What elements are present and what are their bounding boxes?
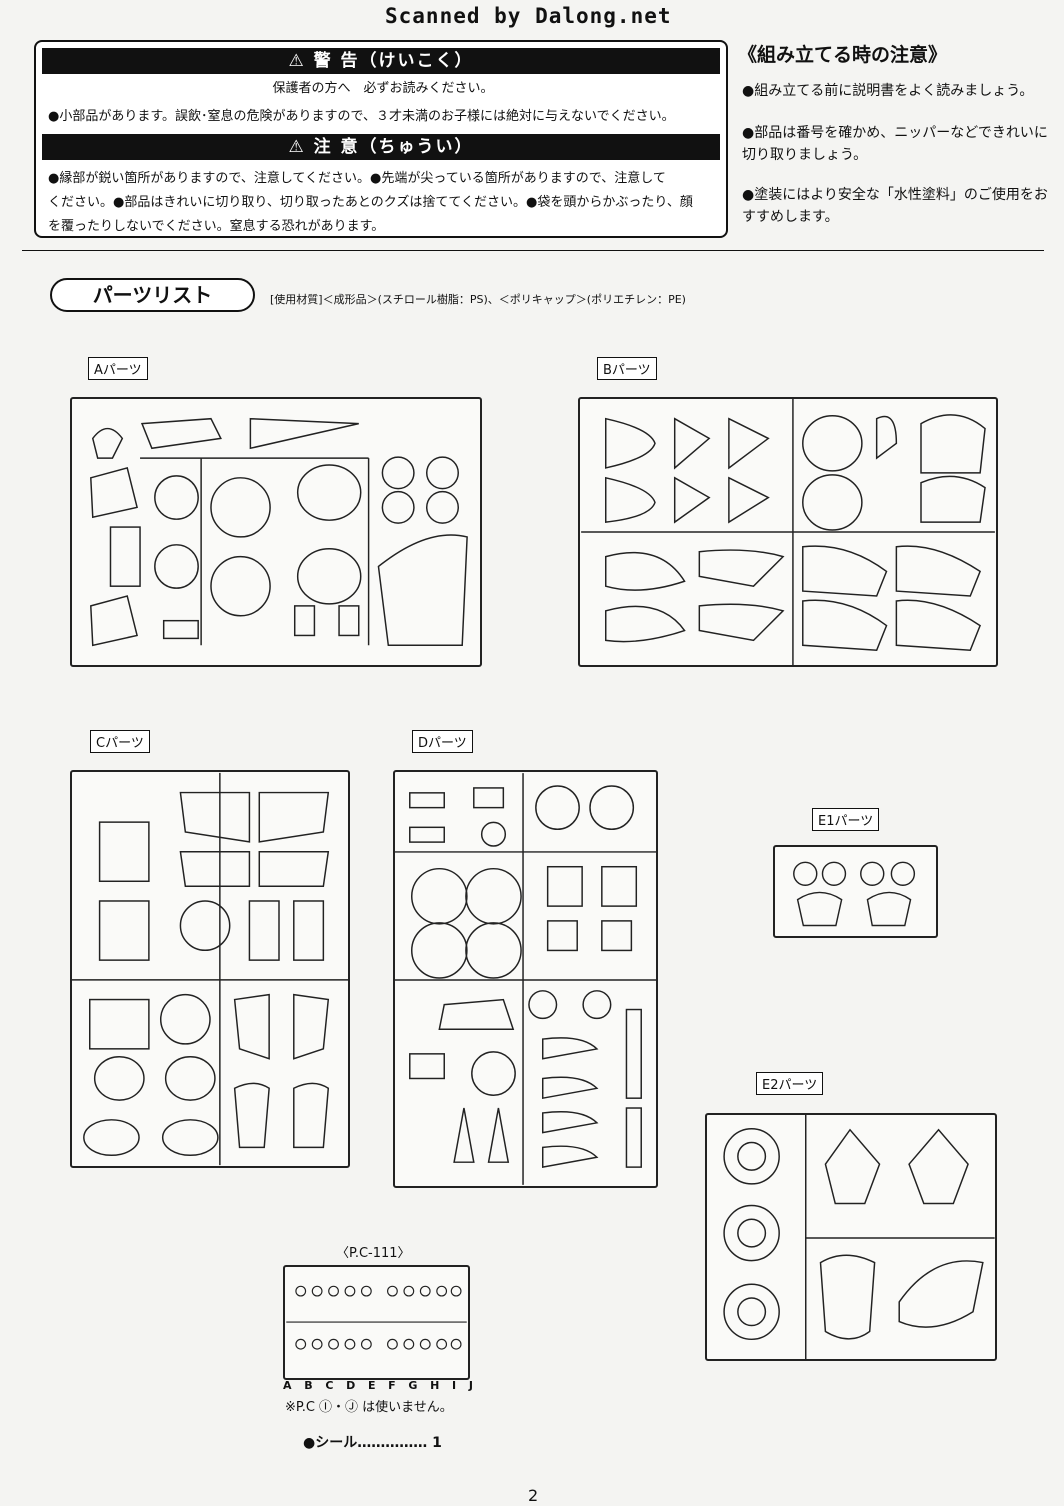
- polycap-letter: G: [408, 1379, 418, 1392]
- runner-c-drawing: [72, 772, 348, 1166]
- page-number: 2: [528, 1486, 539, 1505]
- runner-label-d: Dパーツ: [412, 730, 473, 753]
- runner-label-a: Aパーツ: [88, 357, 148, 380]
- warning-line-2: ●小部品があります。誤飲･窒息の危険がありますので、３才未満のお子様には絶対に与…: [48, 109, 675, 124]
- polycap-runner: [283, 1265, 470, 1380]
- attention-line-1: ●縁部が鋭い箇所がありますので、注意してください。●先端が尖っている箇所がありま…: [48, 171, 666, 186]
- runner-b: [578, 397, 998, 667]
- polycap-letter: D: [346, 1379, 356, 1392]
- runner-e1: [773, 845, 938, 938]
- assembly-caution-item: ●塗装にはより安全な「水性塗料」のご使用をおすすめします。: [742, 187, 1048, 225]
- assembly-caution-title: 《組み立てる時の注意》: [738, 44, 948, 66]
- runner-a-drawing: [90, 417, 468, 647]
- runner-label-e1: E1パーツ: [812, 808, 880, 831]
- polycap-title: 〈P.C-111〉: [336, 1246, 411, 1261]
- polycap-letters: A B C D E F G H I J: [283, 1379, 473, 1392]
- runner-d: [393, 770, 658, 1188]
- runner-d-drawing: [395, 773, 656, 1185]
- attention-title: ⚠ 注 意（ちゅうい）: [42, 134, 720, 160]
- assembly-caution-item: ●組み立てる前に説明書をよく読みましょう。: [742, 83, 1034, 99]
- seal-count: ●シール…………… 1: [303, 1435, 442, 1451]
- materials-text: [使用材質]＜成形品＞(スチロール樹脂：PS)、＜ポリキャップ＞(ポリエチレン：…: [270, 293, 686, 306]
- runner-c: [70, 770, 350, 1168]
- polycap-letter: C: [325, 1379, 334, 1392]
- polycap-letter: A: [283, 1379, 292, 1392]
- runner-e1-drawing: [793, 861, 916, 927]
- assembly-caution-item: ●部品は番号を確かめ、ニッパーなどできれいに切り取りましょう。: [742, 125, 1048, 163]
- polycap-runner-drawing: [286, 1285, 467, 1350]
- parts-list-title: パーツリスト: [50, 278, 255, 312]
- polycap-letter: H: [430, 1379, 440, 1392]
- runner-b-drawing: [581, 399, 995, 665]
- polycap-letter: J: [468, 1379, 473, 1392]
- runner-e2: [705, 1113, 997, 1361]
- attention-line-3: を覆ったりしないでください。窒息する恐れがあります。: [48, 219, 385, 234]
- runner-a: [70, 397, 482, 667]
- scan-credit: Scanned by Dalong.net: [385, 4, 672, 28]
- runner-label-c: Cパーツ: [90, 730, 150, 753]
- polycap-letter: I: [452, 1379, 457, 1392]
- polycap-note: ※P.C Ⓘ・Ⓙ は使いません。: [285, 1400, 453, 1415]
- polycap-letter: B: [304, 1379, 313, 1392]
- polycap-letter: E: [367, 1379, 376, 1392]
- runner-label-b: Bパーツ: [597, 357, 657, 380]
- warning-box: ⚠ 警 告（けいこく） 保護者の方へ 必ずお読みください。 ●小部品があります。…: [34, 40, 728, 238]
- runner-e2-drawing: [723, 1115, 995, 1359]
- attention-line-2: ください。●部品はきれいに切り取り、切り取ったあとのクズは捨ててください。●袋を…: [48, 195, 693, 210]
- warning-line-1: 保護者の方へ 必ずお読みください。: [272, 81, 494, 96]
- warning-title: ⚠ 警 告（けいこく）: [42, 48, 720, 74]
- runner-label-e2: E2パーツ: [756, 1072, 824, 1095]
- polycap-letter: F: [388, 1379, 396, 1392]
- section-divider: [22, 250, 1044, 251]
